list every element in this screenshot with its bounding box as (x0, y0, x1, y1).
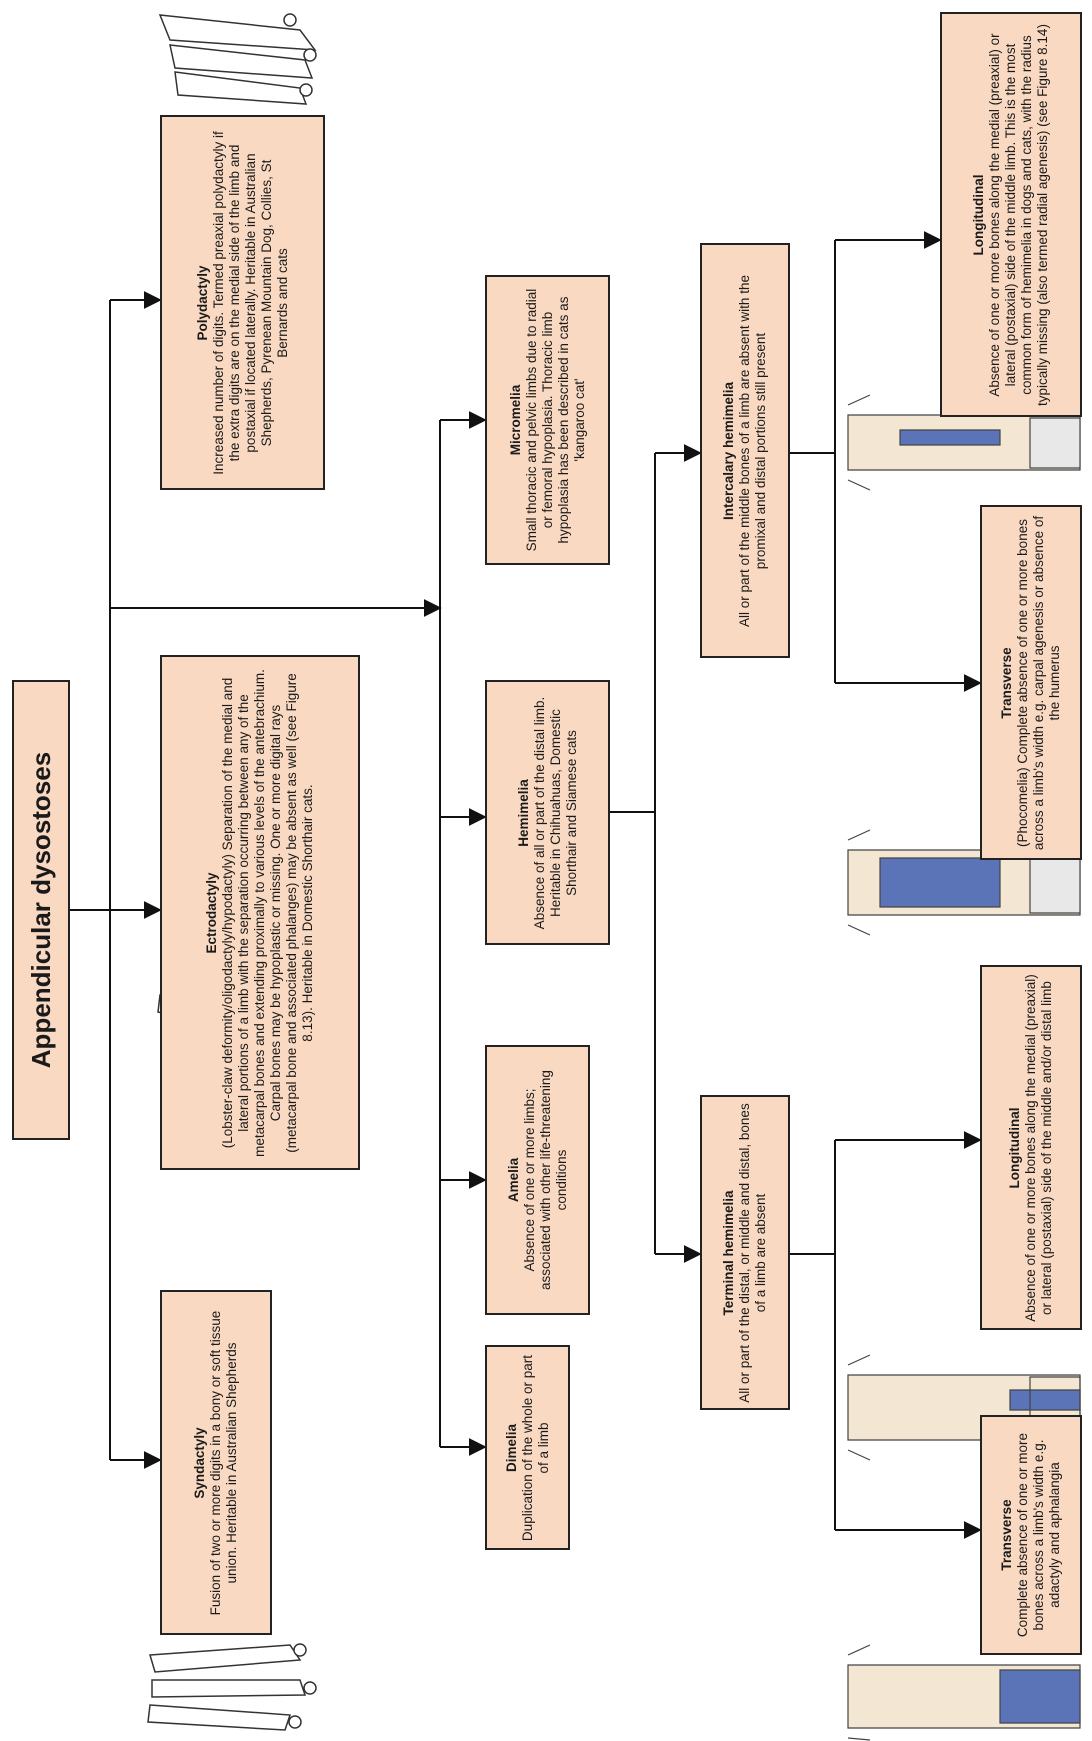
paw-skeleton-icon-top (158, 13, 317, 105)
paw-skeleton-icon-bottom (147, 1643, 317, 1731)
intercalary-transverse-text: (Phocomelia) Complete absence of one or … (1015, 515, 1062, 850)
terminal-longitudinal-title: Longitudinal (1007, 1107, 1022, 1188)
intercalary-longitudinal-text: Absence of one or more bones along the m… (987, 23, 1050, 406)
syndactyly-text: Fusion of two or more digits in a bony o… (208, 1310, 239, 1615)
amelia-text: Absence of one or more limbs; associated… (521, 1070, 569, 1290)
polydactyly-title: Polydactyly (194, 264, 210, 341)
dimelia-text: Duplication of the whole or part of a li… (519, 1354, 551, 1541)
amelia-title: Amelia (505, 1157, 521, 1203)
terminal-longitudinal-text: Absence of one or more bones along the m… (1023, 973, 1054, 1322)
ectrodactyly-text: (Lobster-claw deformity/oligodactyly/hyp… (220, 668, 315, 1157)
intercalary-longitudinal-title: Longitudinal (971, 174, 986, 255)
node-intercalary-transverse: Transverse(Phocomelia) Complete absence … (980, 505, 1082, 860)
limb-sketch-icon-intercalary-longitudinal (847, 394, 1081, 491)
intercalary-text: All or part of the middle bones of a lim… (737, 274, 768, 627)
hemimelia-text: Absence of all or part of the distal lim… (531, 696, 579, 929)
limb-sketch-icon-terminal-transverse (847, 1644, 1081, 1741)
micromelia-text: Small thoracic and pelvic limbs due to r… (523, 288, 587, 552)
hemimelia-title: Hemimelia (515, 778, 531, 847)
micromelia-title: Micromelia (507, 384, 523, 456)
root-node: Appendicular dysostoses (12, 680, 70, 1140)
limb-sketch-icon-intercalary-transverse (847, 829, 1081, 936)
dimelia-title: Dimelia (503, 1423, 519, 1472)
terminal-transverse-title: Transverse (999, 1499, 1014, 1571)
intercalary-transverse-title: Transverse (999, 646, 1014, 719)
terminal-title: Terminal hemimelia (721, 1189, 736, 1316)
syndactyly-title: Syndactyly (192, 1426, 207, 1499)
node-ectrodactyly: Ectrodactyly(Lobster-claw deformity/olig… (160, 655, 360, 1170)
terminal-text: All or part of the distal, or middle and… (737, 1102, 768, 1403)
root-title: Appendicular dysostoses (26, 751, 56, 1069)
ectrodactyly-title: Ectrodactyly (204, 871, 219, 954)
intercalary-title: Intercalary hemimelia (721, 381, 736, 520)
terminal-transverse-text: Complete absence of one or more bones ac… (1015, 1432, 1062, 1638)
polydactyly-text: Increased number of digits. Termed preax… (210, 130, 290, 475)
